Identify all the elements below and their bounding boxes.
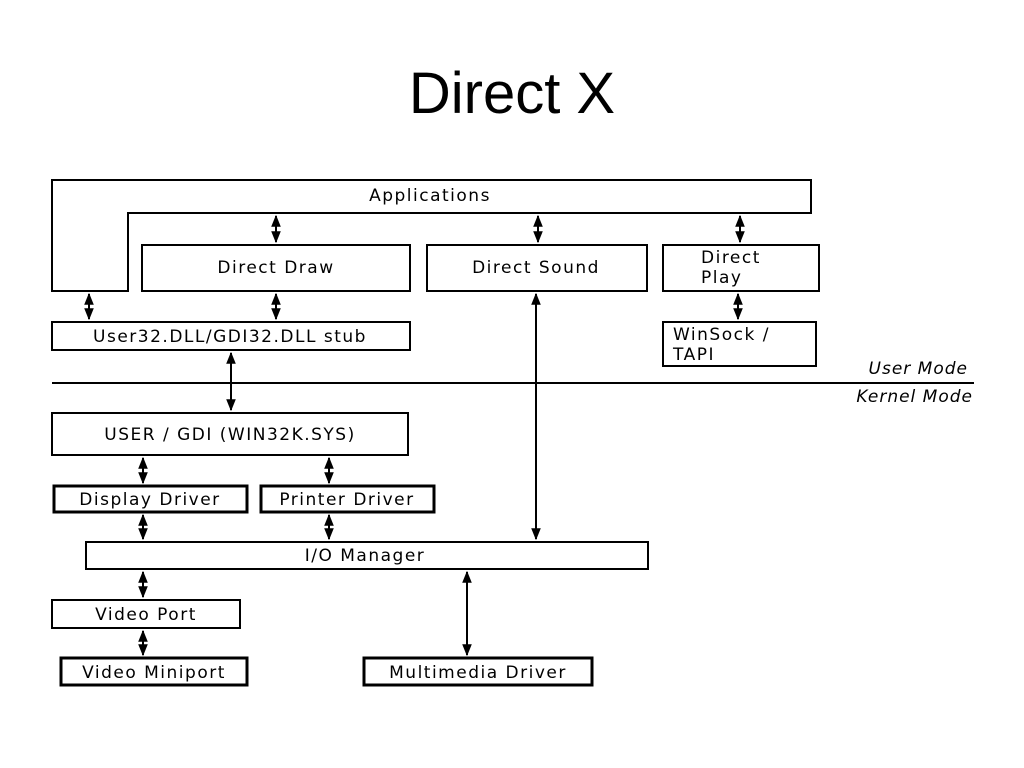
direct-sound-box [426,244,648,292]
video-port-box [51,599,241,629]
printer-driver-box [259,484,436,514]
slide-title: Direct X [408,61,616,126]
winsock-tapi-label-line1: WinSock / [673,325,770,345]
multimedia-driver-box [362,656,594,687]
printer-driver-label: Printer Driver [279,490,414,510]
user32-gdi32-stub-box [51,321,411,351]
direct-draw-box [141,244,411,292]
user-mode-label: User Mode [869,359,968,379]
user32-gdi32-stub-label: User32.DLL/GDI32.DLL stub [93,327,367,347]
video-port-label: Video Port [95,605,197,625]
video-miniport-label: Video Miniport [82,663,226,683]
kernel-mode-label: Kernel Mode [856,387,973,407]
display-driver-label: Display Driver [79,490,220,510]
io-manager-box [85,541,649,570]
connectors [84,214,745,657]
direct-play-label-line1: Direct [701,248,761,268]
direct-play-box [662,244,820,292]
winsock-tapi-box [662,321,817,367]
direct-play-label-line2: Play [701,268,742,288]
direct-sound-label: Direct Sound [472,258,600,278]
io-manager-label: I/O Manager [305,546,426,566]
display-driver-box [52,484,249,514]
direct-draw-label: Direct Draw [217,258,334,278]
applications-box [51,179,812,292]
video-miniport-box [59,656,249,687]
win32k-label: USER / GDI (WIN32K.SYS) [104,425,355,445]
winsock-tapi-label-line2: TAPI [672,345,715,365]
win32k-box [51,412,409,456]
applications-label: Applications [369,186,491,206]
multimedia-driver-label: Multimedia Driver [389,663,567,683]
